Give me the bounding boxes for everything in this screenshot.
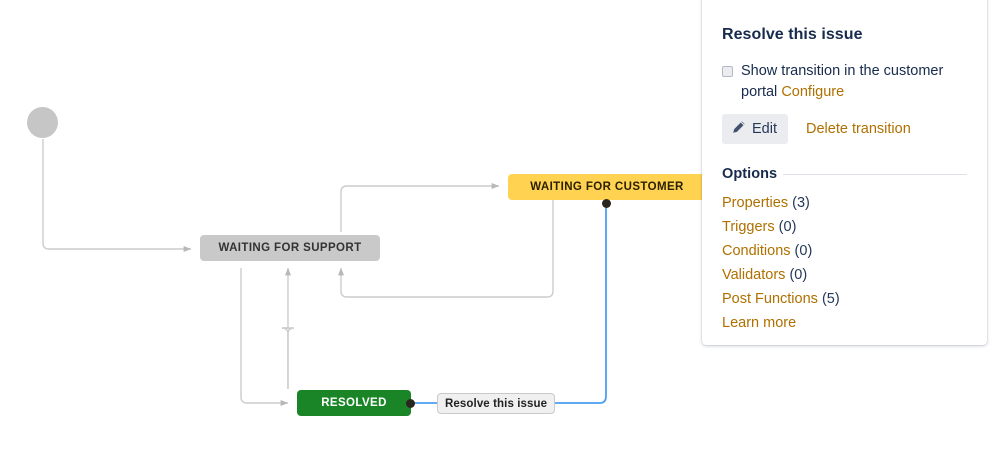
edge-label-resolve-this-issue[interactable]: Resolve this issue xyxy=(437,393,556,414)
show-transition-label-text: Show transition in the customer portal xyxy=(741,63,944,100)
option-properties[interactable]: Properties (3) xyxy=(722,191,810,215)
options-title: Options xyxy=(722,166,778,182)
option-validators[interactable]: Validators (0) xyxy=(722,263,807,287)
show-transition-label: Show transition in the customer portal C… xyxy=(741,61,967,103)
node-port-waiting-for-customer[interactable] xyxy=(602,199,611,208)
option-count: (3) xyxy=(792,195,810,211)
option-label: Properties xyxy=(722,195,789,211)
option-learn-more[interactable]: Learn more xyxy=(722,311,796,335)
option-count: (5) xyxy=(821,291,840,307)
options-list: Properties (3) Triggers (0) Conditions (… xyxy=(722,191,967,335)
edit-button-label: Edit xyxy=(752,121,777,137)
option-label: Post Functions xyxy=(722,291,818,307)
panel-title: Resolve this issue xyxy=(722,26,863,43)
option-label: Conditions xyxy=(722,243,791,259)
option-count: (0) xyxy=(794,243,813,259)
edit-button[interactable]: Edit xyxy=(722,114,788,144)
show-transition-checkbox[interactable] xyxy=(722,66,733,77)
pencil-icon xyxy=(732,120,746,138)
edge-label-text: Resolve this issue xyxy=(445,397,548,410)
option-triggers[interactable]: Triggers (0) xyxy=(722,215,796,239)
option-label: Validators xyxy=(722,267,786,283)
delete-transition-link[interactable]: Delete transition xyxy=(806,121,911,137)
panel-action-row: Edit Delete transition xyxy=(722,114,967,144)
option-label: Triggers xyxy=(722,219,775,235)
option-post-functions[interactable]: Post Functions (5) xyxy=(722,287,840,311)
workflow-node-waiting-for-customer[interactable]: WAITING FOR CUSTOMER xyxy=(508,174,706,200)
show-transition-checkbox-row[interactable]: Show transition in the customer portal C… xyxy=(722,61,967,103)
workflow-node-waiting-for-support[interactable]: WAITING FOR SUPPORT xyxy=(200,235,380,261)
option-count: (0) xyxy=(789,267,808,283)
node-label: WAITING FOR SUPPORT xyxy=(218,242,362,254)
transition-details-panel: Resolve this issue Show transition in th… xyxy=(702,0,987,345)
node-label: RESOLVED xyxy=(321,397,387,409)
option-conditions[interactable]: Conditions (0) xyxy=(722,239,812,263)
option-label: Learn more xyxy=(722,315,797,331)
option-count: (0) xyxy=(778,219,797,235)
workflow-start-node[interactable] xyxy=(27,107,58,138)
node-port-resolved[interactable] xyxy=(406,399,415,408)
configure-link[interactable]: Configure xyxy=(781,84,845,100)
node-label: WAITING FOR CUSTOMER xyxy=(530,181,684,193)
options-header: Options xyxy=(722,166,967,182)
workflow-node-resolved[interactable]: RESOLVED xyxy=(297,390,411,416)
options-divider xyxy=(783,173,967,175)
